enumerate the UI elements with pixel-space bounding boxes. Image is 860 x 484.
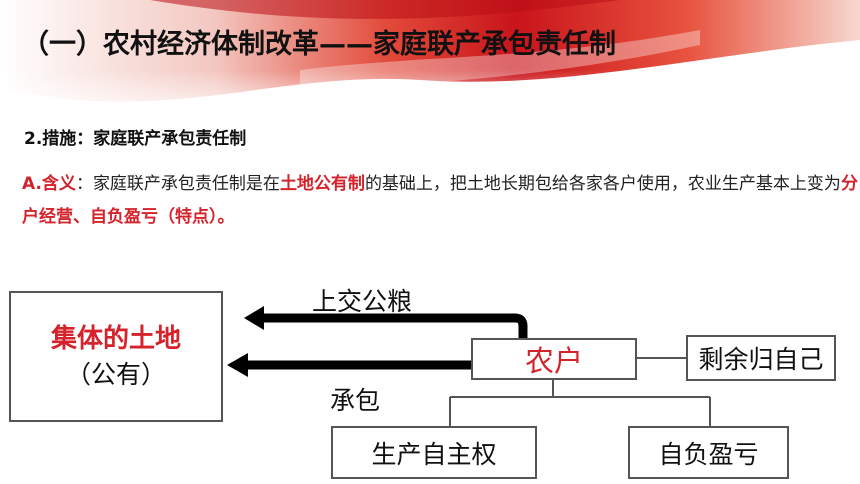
upper-arrow-head	[244, 306, 264, 330]
definition-text-2: 的基础上，把土地长期包给各家各户使用，农业生产基本上变为	[364, 174, 841, 194]
upper-arrow-line	[262, 313, 528, 340]
collective-land-box: 集体的土地 （公有）	[9, 291, 223, 422]
section-subheading: 2.措施：家庭联产承包责任制	[24, 129, 247, 149]
highlight-public-land: 土地公有制	[279, 174, 365, 194]
autonomy-box: 生产自主权	[331, 426, 537, 479]
lower-arrow-label: 承包	[330, 386, 381, 415]
collective-land-label: 集体的土地	[50, 323, 181, 354]
definition-colon: ：	[75, 174, 93, 194]
banner-decoration	[0, 0, 860, 120]
public-ownership-label: （公有）	[65, 359, 166, 389]
page-title: （一）农村经济体制改革——家庭联产承包责任制	[22, 29, 616, 60]
autonomy-label: 生产自主权	[371, 439, 497, 469]
definition-text-1: 家庭联产承包责任制是在	[92, 174, 280, 194]
definition-text-3: 。	[217, 207, 235, 227]
lower-arrow-head	[227, 353, 248, 377]
surplus-label: 剩余归自己	[698, 345, 824, 374]
highlight-feature: 分户经营、自负盈亏（特点）	[22, 174, 858, 227]
farmer-box: 农户	[471, 338, 637, 380]
surplus-box: 剩余归自己	[686, 335, 836, 381]
definition-paragraph: A.含义：家庭联产承包责任制是在土地公有制的基础上，把土地长期包给各家各户使用，…	[22, 168, 858, 234]
farmer-label: 农户	[524, 344, 583, 378]
definition-label: A.含义	[22, 174, 76, 194]
self-responsibility-label: 自负盈亏	[658, 439, 759, 469]
upper-arrow-label: 上交公粮	[312, 287, 413, 316]
title-banner	[0, 0, 860, 120]
self-responsibility-box: 自负盈亏	[628, 426, 789, 479]
